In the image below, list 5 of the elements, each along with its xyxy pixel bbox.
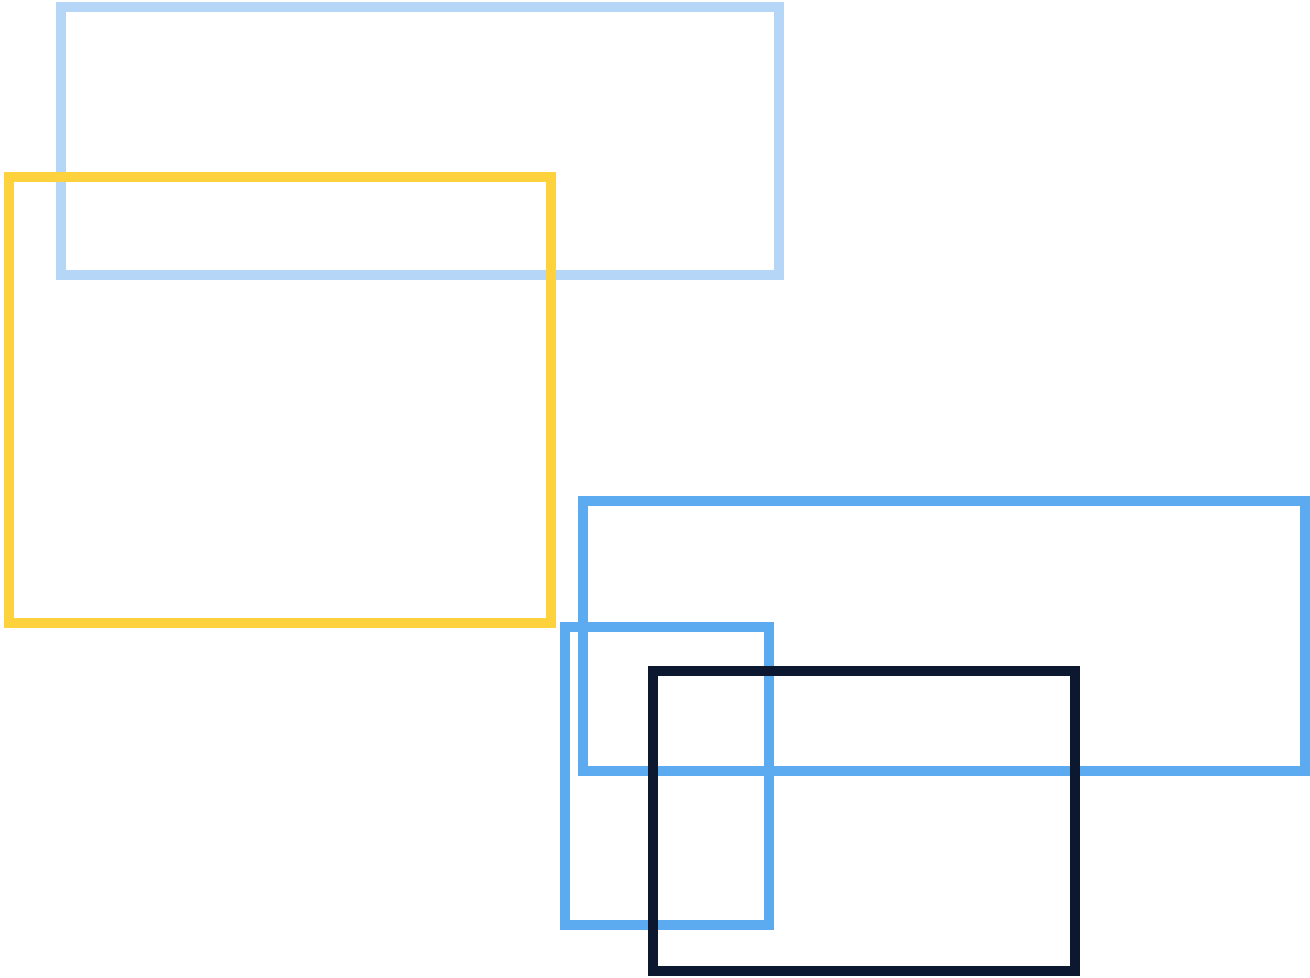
rectangle-frame [578,496,1310,776]
rectangle-frame [648,666,1080,976]
rectangle-frame [4,172,556,628]
rectangle-frame [560,622,774,930]
rectangle-frame [56,2,784,280]
